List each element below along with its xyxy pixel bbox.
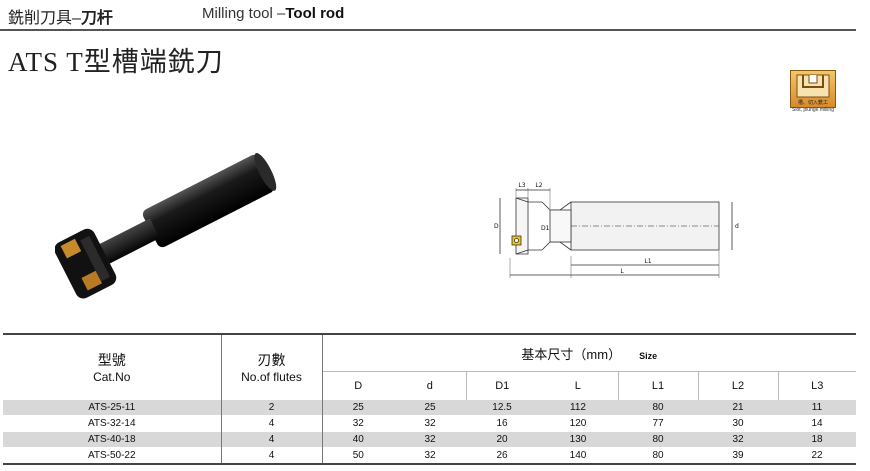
cell-D: 50 [321, 447, 394, 465]
cell-flutes: 4 [220, 447, 322, 465]
label-d: d [735, 223, 739, 230]
label-D1: D1 [541, 225, 550, 232]
header-flutes-en: No.of flutes [241, 370, 302, 384]
header-cn-bold: 刀杆 [80, 10, 113, 27]
header-title-en: Milling tool –Tool rod [202, 5, 344, 22]
cell-L3: 14 [778, 415, 856, 432]
cell-cat: ATS-50-22 [3, 447, 221, 465]
cell-L2: 39 [698, 447, 778, 465]
cell-L1: 80 [618, 447, 698, 465]
cell-D1: 20 [466, 431, 538, 448]
cell-L2: 30 [698, 415, 778, 432]
header-cat-cn: 型號 [97, 352, 126, 368]
header-rule [0, 29, 856, 31]
header-flutes-cn: 刃數 [257, 352, 286, 368]
cell-cat: ATS-32-14 [3, 415, 221, 432]
label-L1: L1 [644, 258, 651, 265]
column-header: L [538, 371, 618, 400]
badge-top-text: 槽、切入銑工 [798, 99, 828, 106]
header-en-prefix: Milling tool – [202, 5, 286, 22]
technical-drawing: L3 L2 D D1 d L1 L [480, 178, 750, 283]
column-header: D1 [465, 371, 538, 400]
cell-d: 32 [394, 431, 466, 448]
column-header: d [394, 371, 466, 400]
header-cat-en: Cat.No [93, 370, 131, 384]
page-title: ATS T型槽端銑刀 [8, 47, 224, 77]
cell-L: 112 [538, 399, 618, 416]
cell-D1: 16 [466, 415, 538, 432]
slot-milling-icon: 槽、切入銑工 [790, 70, 836, 108]
label-D: D [494, 223, 499, 230]
label-L3: L3 [518, 182, 525, 189]
column-header: L2 [697, 371, 778, 400]
label-L2: L2 [535, 182, 542, 189]
header-basic-label: 基本尺寸（mm） [521, 346, 622, 362]
tool-photo [54, 140, 285, 310]
cell-cat: ATS-40-18 [3, 431, 221, 448]
header-size-label: Size [639, 350, 658, 361]
application-badge: 槽、切入銑工 Slot, plunge milling [790, 70, 836, 114]
cell-flutes: 4 [220, 431, 322, 448]
cell-flutes: 2 [220, 399, 322, 416]
column-header: L1 [617, 371, 698, 400]
header-flutes: 刃數 No.of flutes [220, 333, 322, 400]
cell-L: 130 [538, 431, 618, 448]
column-header: L3 [777, 371, 856, 400]
cell-d: 32 [394, 447, 466, 465]
spec-table: 型號 Cat.No 刃數 No.of flutes 基本尺寸（mm） Size D… [3, 333, 856, 465]
cell-L: 120 [538, 415, 618, 432]
page-header: 銑削刀具–刀杆 Milling tool –Tool rod [0, 0, 870, 32]
label-L: L [620, 268, 624, 275]
cell-L1: 80 [618, 399, 698, 416]
cell-D: 40 [321, 431, 394, 448]
header-title-cn: 銑削刀具–刀杆 [8, 4, 113, 28]
header-cn-prefix: 銑削刀具– [8, 10, 81, 27]
cell-D: 32 [321, 415, 394, 432]
cell-D1: 12.5 [466, 399, 538, 416]
cell-D1: 26 [466, 447, 538, 465]
cell-L3: 18 [778, 431, 856, 448]
cell-flutes: 4 [220, 415, 322, 432]
cell-L: 140 [538, 447, 618, 465]
cell-cat: ATS-25-11 [3, 399, 221, 416]
badge-caption: Slot, plunge milling [792, 107, 834, 113]
cell-L3: 11 [778, 399, 856, 416]
header-basic-size: 基本尺寸（mm） Size [321, 333, 856, 372]
cell-L3: 22 [778, 447, 856, 465]
header-cat: 型號 Cat.No [3, 333, 221, 400]
cell-L1: 80 [618, 431, 698, 448]
cell-L2: 21 [698, 399, 778, 416]
cell-L2: 32 [698, 431, 778, 448]
header-en-bold: Tool rod [285, 5, 345, 22]
column-header: D [321, 371, 394, 400]
cell-D: 25 [321, 399, 394, 416]
cell-L1: 77 [618, 415, 698, 432]
cell-d: 25 [394, 399, 466, 416]
cell-d: 32 [394, 415, 466, 432]
